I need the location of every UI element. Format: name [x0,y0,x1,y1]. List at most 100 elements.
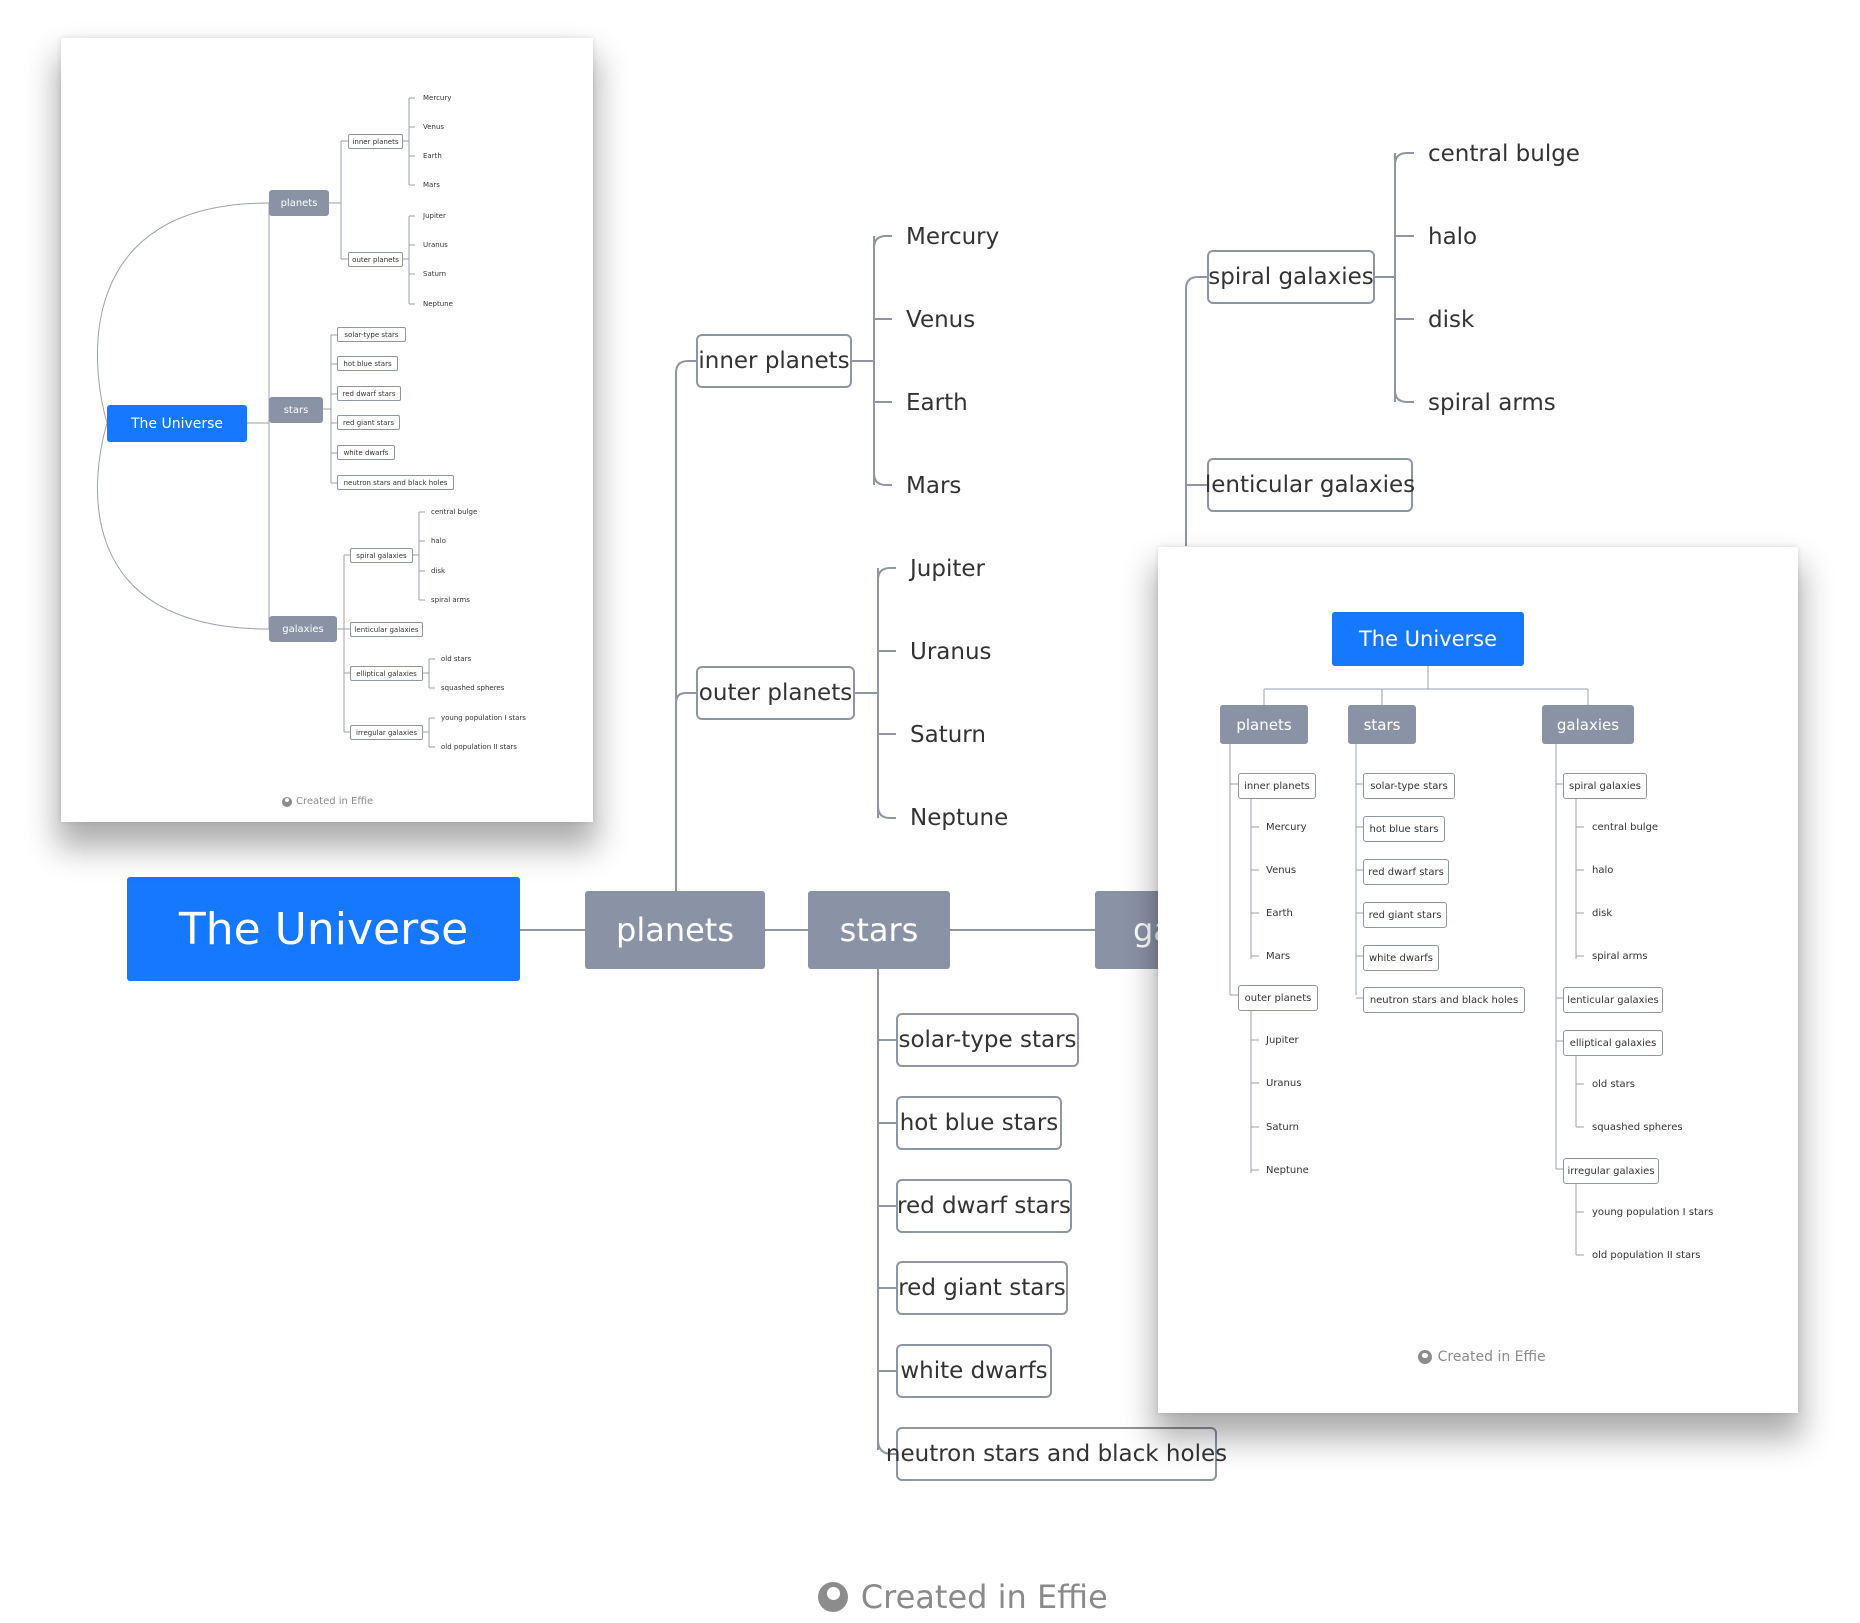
preview-right-leaf: old stars [1592,1078,1636,1090]
preview-left-star[interactable]: solar-type stars [337,327,406,342]
star-node-neutron[interactable]: neutron stars and black holes [886,1427,1227,1481]
preview-right-leaf: central bulge [1592,821,1659,833]
star-node-red-dwarf[interactable]: red dwarf stars [896,1179,1072,1233]
preview-left-star[interactable]: red dwarf stars [337,386,401,401]
category-planets[interactable]: planets [585,891,765,969]
preview-right-credit-text: Created in Effie [1437,1349,1546,1365]
spiral-galaxies-node[interactable]: spiral galaxies [1207,250,1375,304]
preview-right-category-stars[interactable]: stars [1348,705,1416,744]
preview-right-star[interactable]: solar-type stars [1363,773,1455,799]
preview-left-outer-planets[interactable]: outer planets [348,252,403,267]
preview-left-root[interactable]: The Universe [107,405,247,442]
preview-left-leaf: central bulge [431,508,478,516]
star-node-red-giant[interactable]: red giant stars [896,1261,1068,1315]
preview-left-star[interactable]: red giant stars [337,415,400,430]
preview-right-outer-planets[interactable]: outer planets [1238,985,1318,1011]
preview-right-leaf: Uranus [1266,1077,1302,1089]
preview-left-sheet[interactable]: The Universe planets stars galaxies inne… [61,38,593,822]
preview-left-spiral-galaxies[interactable]: spiral galaxies [350,548,413,563]
preview-left-credit-text: Created in Effie [296,796,374,807]
preview-right-root[interactable]: The Universe [1332,612,1524,666]
leaf-saturn[interactable]: Saturn [910,722,986,748]
preview-right-leaf: halo [1592,864,1614,876]
preview-right-star[interactable]: hot blue stars [1363,816,1445,842]
preview-right-leaf: Neptune [1266,1164,1309,1176]
root-node[interactable]: The Universe [127,877,520,981]
leaf-mercury[interactable]: Mercury [906,224,1000,250]
preview-right-lenticular-galaxies[interactable]: lenticular galaxies [1563,987,1663,1013]
preview-right-leaf: Venus [1266,864,1297,876]
preview-left-star[interactable]: neutron stars and black holes [337,475,454,490]
main-credit-text: Created in Effie [860,1578,1108,1616]
leaf-venus[interactable]: Venus [906,307,976,333]
preview-right-elliptical-galaxies[interactable]: elliptical galaxies [1563,1030,1663,1056]
preview-left-leaf: Jupiter [423,212,446,220]
preview-left-category-planets[interactable]: planets [269,190,329,216]
preview-left-category-stars[interactable]: stars [269,397,323,423]
preview-left-leaf: Venus [423,123,445,131]
preview-right-leaf: spiral arms [1592,950,1648,962]
preview-right-leaf: disk [1592,907,1613,919]
preview-right-connectors [1229,666,1589,1256]
leaf-spiral-arms[interactable]: spiral arms [1428,390,1556,416]
preview-left-leaf: Earth [423,152,442,160]
preview-left-leaf: old stars [441,655,472,663]
preview-right-star[interactable]: white dwarfs [1363,945,1439,971]
star-node-white-dwarfs[interactable]: white dwarfs [896,1344,1052,1398]
leaf-mars[interactable]: Mars [906,473,962,499]
effie-logo-icon [282,796,292,807]
preview-right-star[interactable]: red dwarf stars [1363,859,1449,885]
preview-right-category-planets[interactable]: planets [1220,705,1308,744]
preview-left-leaf: young population I stars [441,714,526,722]
preview-left-star[interactable]: hot blue stars [337,356,398,371]
leaf-jupiter[interactable]: Jupiter [910,556,985,582]
preview-left-leaf: old population II stars [441,743,517,751]
outer-planets-node[interactable]: outer planets [696,666,855,720]
preview-left-credit: Created in Effie [282,796,373,807]
preview-right-inner-planets[interactable]: inner planets [1238,773,1316,799]
preview-right-star[interactable]: red giant stars [1363,902,1447,928]
leaf-neptune[interactable]: Neptune [910,805,1009,831]
leaf-halo[interactable]: halo [1428,224,1478,250]
preview-right-leaf: squashed spheres [1592,1121,1683,1133]
preview-right-leaf: Mars [1266,950,1291,962]
preview-left-inner-planets[interactable]: inner planets [348,134,403,149]
effie-logo-icon [818,1582,848,1612]
star-node-hot-blue[interactable]: hot blue stars [896,1096,1062,1150]
inner-planets-node[interactable]: inner planets [696,334,852,388]
leaf-disk[interactable]: disk [1428,307,1475,333]
preview-right-leaf: Jupiter [1266,1034,1299,1046]
preview-right-leaf: old population II stars [1592,1249,1701,1261]
preview-left-leaf: halo [431,537,446,545]
preview-left-leaf: Mars [423,181,440,189]
preview-left-leaf: Neptune [423,300,453,308]
preview-left-leaf: squashed spheres [441,684,505,692]
preview-right-star[interactable]: neutron stars and black holes [1363,987,1525,1013]
lenticular-galaxies-node[interactable]: lenticular galaxies [1205,458,1415,512]
preview-right-leaf: Saturn [1266,1121,1300,1133]
preview-left-lenticular-galaxies[interactable]: lenticular galaxies [350,622,423,637]
preview-left-elliptical-galaxies[interactable]: elliptical galaxies [350,666,423,681]
preview-right-leaf: young population I stars [1592,1206,1714,1218]
preview-right-irregular-galaxies[interactable]: irregular galaxies [1563,1158,1659,1184]
preview-left-leaf: Uranus [423,241,448,249]
leaf-central-bulge[interactable]: central bulge [1428,141,1580,167]
preview-right-category-galaxies[interactable]: galaxies [1542,705,1634,744]
effie-logo-icon [1418,1350,1432,1364]
preview-left-leaf: disk [431,567,446,575]
preview-right-leaf: Mercury [1266,821,1307,833]
preview-left-category-galaxies[interactable]: galaxies [269,616,337,642]
category-stars[interactable]: stars [808,891,950,969]
preview-left-star[interactable]: white dwarfs [337,445,395,460]
leaf-earth[interactable]: Earth [906,390,968,416]
preview-left-leaf: Mercury [423,94,452,102]
star-node-solar-type[interactable]: solar-type stars [896,1013,1079,1067]
preview-right-credit: Created in Effie [1418,1349,1546,1365]
preview-left-irregular-galaxies[interactable]: irregular galaxies [350,725,423,740]
preview-right-leaf: Earth [1266,907,1293,919]
main-credit: Created in Effie [818,1578,1108,1616]
preview-right-sheet[interactable]: The Universe planets stars galaxies inne… [1158,547,1798,1413]
preview-right-spiral-galaxies[interactable]: spiral galaxies [1563,773,1647,799]
leaf-uranus[interactable]: Uranus [910,639,992,665]
